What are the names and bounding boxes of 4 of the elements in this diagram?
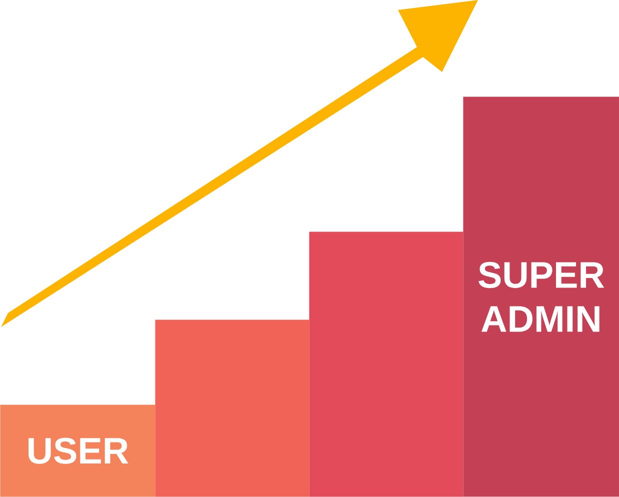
bar [155, 320, 310, 497]
bar: SUPER ADMIN [463, 96, 619, 497]
bar: USER [0, 404, 156, 497]
bar [309, 232, 464, 497]
